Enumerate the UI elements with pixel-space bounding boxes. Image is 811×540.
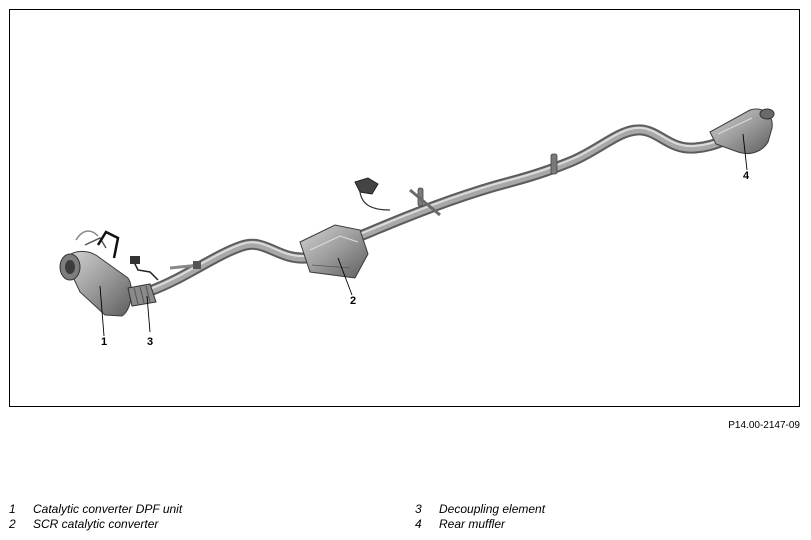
rear-muffler bbox=[709, 108, 775, 155]
legend-left: 1 Catalytic converter DPF unit 2 SCR cat… bbox=[9, 502, 182, 532]
legend-number: 2 bbox=[9, 517, 16, 531]
callout-4: 4 bbox=[743, 170, 750, 182]
pipe-clamp bbox=[409, 153, 558, 217]
figure-frame: 1 2 3 4 bbox=[9, 9, 800, 407]
legend-number: 3 bbox=[415, 502, 422, 516]
figure-reference: P14.00-2147-09 bbox=[728, 420, 800, 431]
scr-catalytic-converter bbox=[299, 224, 369, 279]
callout-1: 1 bbox=[101, 336, 108, 348]
sensor-wiring bbox=[130, 177, 391, 281]
legend-item: 1 Catalytic converter DPF unit bbox=[9, 502, 182, 517]
legend-right: 3 Decoupling element 4 Rear muffler bbox=[415, 502, 545, 532]
legend-label: Catalytic converter DPF unit bbox=[33, 502, 183, 516]
leader-2 bbox=[337, 257, 353, 296]
legend-label: Decoupling element bbox=[439, 502, 546, 516]
legend-label: SCR catalytic converter bbox=[33, 517, 159, 531]
leader-1 bbox=[99, 285, 105, 337]
legend-number: 4 bbox=[415, 517, 422, 531]
legend-item: 4 Rear muffler bbox=[415, 517, 545, 532]
legend-number: 1 bbox=[9, 502, 16, 516]
legend-item: 3 Decoupling element bbox=[415, 502, 545, 517]
leader-4 bbox=[742, 133, 748, 171]
legend-label: Rear muffler bbox=[439, 517, 506, 531]
exhaust-system-illustration bbox=[59, 108, 775, 337]
exhaust-pipe bbox=[144, 124, 738, 297]
leader-3 bbox=[146, 295, 151, 333]
decoupling-element bbox=[127, 283, 157, 307]
callout-leaders bbox=[99, 133, 748, 337]
dpf-unit bbox=[59, 230, 132, 317]
callout-2: 2 bbox=[350, 295, 357, 307]
legend-item: 2 SCR catalytic converter bbox=[9, 517, 182, 532]
callout-3: 3 bbox=[147, 336, 154, 348]
